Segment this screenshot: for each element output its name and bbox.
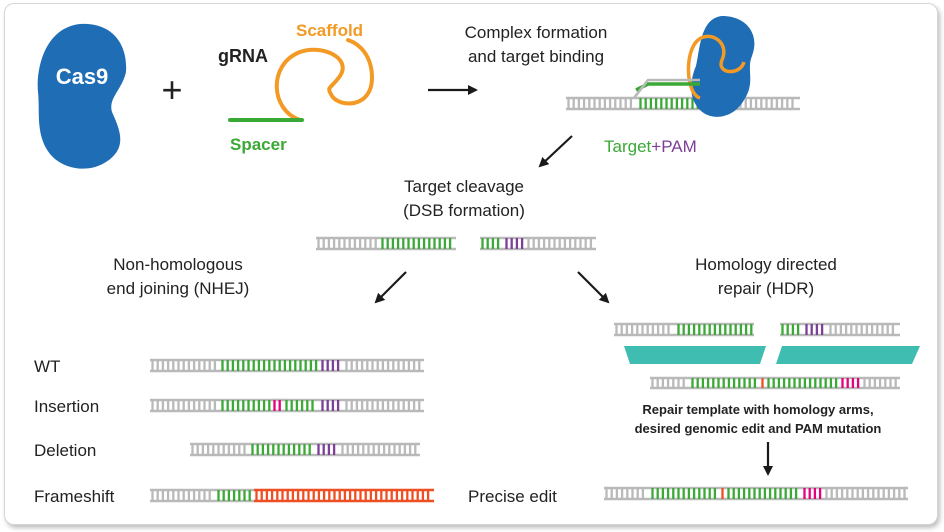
precise-edit-dna-segment [650,486,720,501]
target-dna-segment [566,96,638,111]
arrow-to-hdr [577,271,610,304]
dsb-left-fragment-segment [316,236,380,251]
pam-label: PAM [661,137,697,156]
insertion-dna-segment [220,398,272,413]
bound-scaffold [686,34,746,100]
wt-dna [150,358,424,373]
insertion-dna [150,398,424,413]
repair-template-segment [650,376,690,390]
cas9-protein [37,23,127,169]
deletion-dna-segment [190,442,250,457]
deletion-dna [190,442,420,457]
frameshift-dna-segment [150,488,216,503]
arrow-to-nhej [374,271,407,304]
insertion-dna-segment [320,398,344,413]
repair-template-segment [690,376,760,390]
hdr-right-fragment-segment [828,322,900,337]
frameshift-label: Frameshift [34,487,115,506]
nhej-outcomes [150,358,434,503]
dsb-right-fragment-segment [504,236,526,251]
frameshift-dna-segment [254,488,434,503]
frameshift-dna-segment [216,488,254,503]
hdr-label-line1: Homology directed [695,255,837,274]
plus-sign: + [161,69,182,110]
wt-label: WT [34,357,60,376]
repair-template-segment [760,376,766,390]
insertion-dna-segment [344,398,424,413]
hdr-left-fragment-segment [676,322,754,337]
homology-arm-left [624,346,766,364]
target-label: Target [604,137,652,156]
target-pam-label: Target+PAM [604,137,697,156]
cleavage-label-line1: Target cleavage [404,177,524,196]
precise-edit-dna-segment [824,486,908,501]
dsb-left-fragment-segment [380,236,456,251]
frameshift-dna [150,488,434,503]
repair-template-segment [840,376,862,390]
displaced-strand [632,78,700,99]
repair-template-segment [766,376,840,390]
insertion-label: Insertion [34,397,99,416]
insertion-dna-segment [150,398,220,413]
repair-template-segment [862,376,900,390]
hdr-label-line2: repair (HDR) [718,279,814,298]
complex-label-line1: Complex formation [465,23,608,42]
precise-edit-dna-segment [604,486,650,501]
insertion-dna-segment [272,398,284,413]
arrow-to-cleavage [538,135,573,168]
precise-edit-dna-segment [720,486,726,501]
wt-dna-segment [344,358,424,373]
double-strand-break-dna [316,236,596,251]
deletion-label: Deletion [34,441,96,460]
deletion-dna-segment [250,442,316,457]
wt-dna-segment [320,358,344,373]
scaffold-rna [274,38,375,122]
homology-arm-right [776,346,920,364]
precise-edit-label: Precise edit [468,487,557,506]
target-pam-plus: + [651,137,661,156]
dsb-right-fragment-segment [526,236,596,251]
cas9-dna-complex [566,16,800,117]
repair-template [650,376,900,390]
hdr-right-fragment-segment [780,322,804,337]
dsb-left-fragment [316,236,456,251]
precise-edit-dna-segment [802,486,824,501]
template-label-line1: Repair template with homology arms, [642,402,873,417]
cleavage-label-line2: (DSB formation) [403,201,525,220]
insertion-dna-segment [284,398,320,413]
complex-label-line2: and target binding [468,47,604,66]
template-label-line2: desired genomic edit and PAM mutation [635,421,882,436]
nhej-label-line2: end joining (NHEJ) [107,279,250,298]
target-dna [566,96,800,111]
hdr-left-fragment-segment [614,322,676,337]
target-dna-segment [738,96,800,111]
dsb-right-fragment-segment [480,236,504,251]
cas9-label: Cas9 [56,64,109,89]
hdr-right-fragment-segment [804,322,828,337]
dsb-right-fragment [480,236,596,251]
deletion-dna-segment [316,442,340,457]
spacer-label: Spacer [230,135,287,154]
scaffold-label: Scaffold [296,21,363,40]
wt-dna-segment [220,358,320,373]
hdr-left-fragment [614,322,754,337]
precise-edit-dna-segment [726,486,802,501]
hdr-right-fragment [780,322,900,337]
deletion-dna-segment [340,442,420,457]
grna-label: gRNA [218,46,268,66]
wt-dna-segment [150,358,220,373]
precise-edit-dna [604,486,908,501]
hdr-pathway [604,322,920,501]
bound-spacer [635,82,700,92]
nhej-label-line1: Non-homologous [113,255,242,274]
